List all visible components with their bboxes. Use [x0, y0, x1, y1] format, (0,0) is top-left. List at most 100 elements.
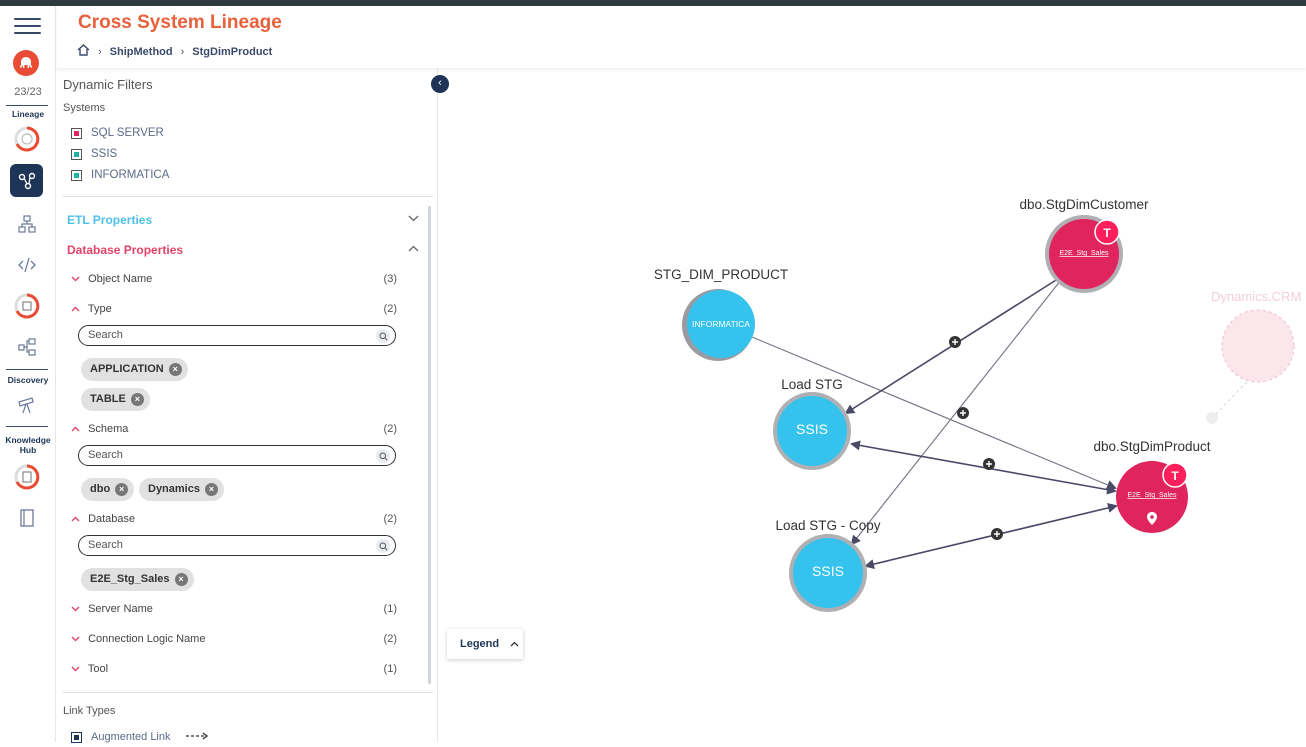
node-inner-label: SSIS — [812, 563, 844, 579]
table-badge-icon — [1094, 219, 1120, 245]
breadcrumb-item[interactable]: ShipMethod — [109, 45, 173, 58]
chevron-up-icon — [71, 424, 85, 435]
database-search-input[interactable]: Search — [78, 535, 396, 556]
telescope-icon[interactable] — [12, 390, 42, 420]
prop-count: (2) — [383, 303, 397, 315]
code-icon[interactable] — [12, 250, 42, 280]
table-badge-icon — [1162, 462, 1188, 488]
prop-count: (1) — [383, 663, 397, 675]
graph-node-load-stg-copy[interactable]: SSIS Load STG - Copy — [775, 518, 881, 612]
database-properties-accordion[interactable]: Database Properties — [67, 243, 419, 257]
breadcrumb-item[interactable]: StgDimProduct — [192, 45, 273, 58]
system-label: SSIS — [91, 148, 118, 160]
graph-node-load-stg[interactable]: SSIS Load STG — [773, 377, 851, 470]
prop-type[interactable]: Type (2) — [71, 303, 397, 315]
node-title: dbo.StgDimCustomer — [1019, 197, 1149, 212]
chevron-right-icon: › — [180, 45, 185, 58]
panel-scrollbar[interactable] — [428, 206, 431, 684]
node-title: Dynamics.CRM — [1211, 289, 1301, 304]
system-filter-ssis[interactable]: SSIS — [71, 148, 117, 160]
chip-label: TABLE — [90, 393, 126, 405]
panel-divider — [63, 692, 433, 693]
graph-node-stg-dim-product-table[interactable]: E2E_Stg_Sales T dbo.StgDimProduct — [1093, 439, 1211, 533]
flow-diagram-icon[interactable] — [12, 332, 42, 362]
prop-tool[interactable]: Tool (1) — [71, 663, 397, 675]
graph-node-dynamics-crm[interactable]: Dynamics.CRM — [1206, 289, 1301, 424]
graph-node-stg-dim-customer[interactable]: E2E_Stg_Sales T dbo.StgDimCustomer — [1019, 197, 1149, 293]
search-icon[interactable] — [376, 539, 390, 553]
system-filter-informatica[interactable]: INFORMATICA — [71, 169, 169, 181]
chevron-up-icon[interactable] — [408, 243, 419, 255]
rail-separator — [6, 426, 48, 427]
link-type-label: Augmented Link — [91, 731, 171, 743]
edge-expand-icon[interactable] — [991, 528, 1003, 540]
etl-properties-accordion[interactable]: ETL Properties — [67, 213, 419, 227]
filter-panel: Dynamic Filters Systems SQL SERVER SSIS … — [57, 68, 438, 743]
accordion-label: ETL Properties — [67, 213, 153, 227]
graph-node-stg-dim-product[interactable]: INFORMATICA STG_DIM_PRODUCT — [654, 267, 788, 361]
node-title: STG_DIM_PRODUCT — [654, 267, 788, 282]
lineage-gauge-icon[interactable] — [12, 124, 42, 154]
checkbox[interactable] — [71, 127, 82, 139]
rail-separator — [6, 105, 48, 106]
remove-chip-icon[interactable]: × — [204, 483, 218, 496]
accordion-label: Database Properties — [67, 243, 184, 257]
filter-chip: dbo × — [81, 478, 135, 501]
system-label: INFORMATICA — [91, 169, 170, 181]
prop-count: (3) — [383, 273, 397, 285]
node-circle — [793, 538, 863, 608]
faded-edge-handle — [1206, 412, 1218, 424]
edge-expand-icon[interactable] — [949, 336, 961, 348]
cross-system-lineage-icon[interactable] — [10, 164, 43, 197]
chevron-down-icon[interactable] — [408, 213, 419, 225]
prop-label: Database — [88, 513, 136, 525]
hamburger-menu-icon[interactable] — [14, 18, 41, 36]
panel-divider — [63, 196, 433, 197]
left-nav-rail: 23/23 Lineage Discovery Knowledge Hub — [0, 6, 56, 742]
edge-stgdimcustomer-to-loadstgcopy[interactable] — [850, 279, 1062, 546]
prop-server-name[interactable]: Server Name (1) — [71, 603, 397, 615]
chevron-down-icon — [71, 604, 85, 615]
edge-expand-icon[interactable] — [957, 407, 969, 419]
checkbox[interactable] — [71, 731, 82, 743]
filter-chip: E2E_Stg_Sales × — [81, 568, 194, 591]
remove-chip-icon[interactable]: × — [115, 483, 129, 496]
remove-chip-icon[interactable]: × — [168, 363, 182, 376]
knowledge-gauge-icon[interactable] — [12, 462, 42, 492]
search-icon[interactable] — [376, 449, 390, 463]
remove-chip-icon[interactable]: × — [174, 573, 188, 586]
filter-chip: APPLICATION × — [81, 358, 188, 381]
app-logo-icon[interactable] — [13, 50, 39, 76]
prop-database[interactable]: Database (2) — [71, 513, 397, 525]
collapse-panel-button[interactable]: ‹ — [431, 75, 449, 93]
prop-schema[interactable]: Schema (2) — [71, 423, 397, 435]
type-search-input[interactable]: Search — [78, 325, 396, 346]
link-type-augmented[interactable]: Augmented Link — [71, 731, 209, 743]
checkbox[interactable] — [71, 148, 82, 160]
filter-chip: TABLE × — [81, 388, 150, 411]
checkbox[interactable] — [71, 169, 82, 181]
prop-label: Tool — [87, 663, 109, 675]
lineage-canvas[interactable]: Dynamics.CRM INFORMATICA STG_DIM_PRODUCT… — [439, 68, 1306, 742]
node-inner-label: E2E_Stg_Sales — [1059, 250, 1109, 257]
chevron-down-icon — [71, 634, 85, 645]
book-icon[interactable] — [12, 503, 42, 533]
prop-object-name[interactable]: Object Name (3) — [71, 273, 397, 285]
home-icon[interactable] — [77, 44, 90, 59]
edge-loadstg-stgdimproduct[interactable] — [850, 440, 1117, 495]
search-placeholder: Search — [88, 449, 123, 461]
impact-gauge-icon[interactable] — [12, 291, 42, 321]
prop-label: Connection Logic Name — [88, 633, 206, 645]
hierarchy-icon[interactable] — [12, 209, 42, 239]
prop-count: (1) — [383, 603, 397, 615]
edge-expand-icon[interactable] — [983, 458, 995, 470]
search-icon[interactable] — [376, 329, 390, 343]
prop-connection-logic-name[interactable]: Connection Logic Name (2) — [71, 633, 397, 645]
prop-label: Schema — [88, 423, 129, 435]
system-filter-sql-server[interactable]: SQL SERVER — [71, 127, 164, 139]
chevron-up-icon — [71, 514, 85, 525]
legend-button[interactable]: Legend — [447, 629, 523, 659]
edge-loadstgcopy-stgdimproduct[interactable] — [864, 503, 1118, 569]
schema-search-input[interactable]: Search — [78, 445, 396, 466]
remove-chip-icon[interactable]: × — [130, 393, 144, 406]
